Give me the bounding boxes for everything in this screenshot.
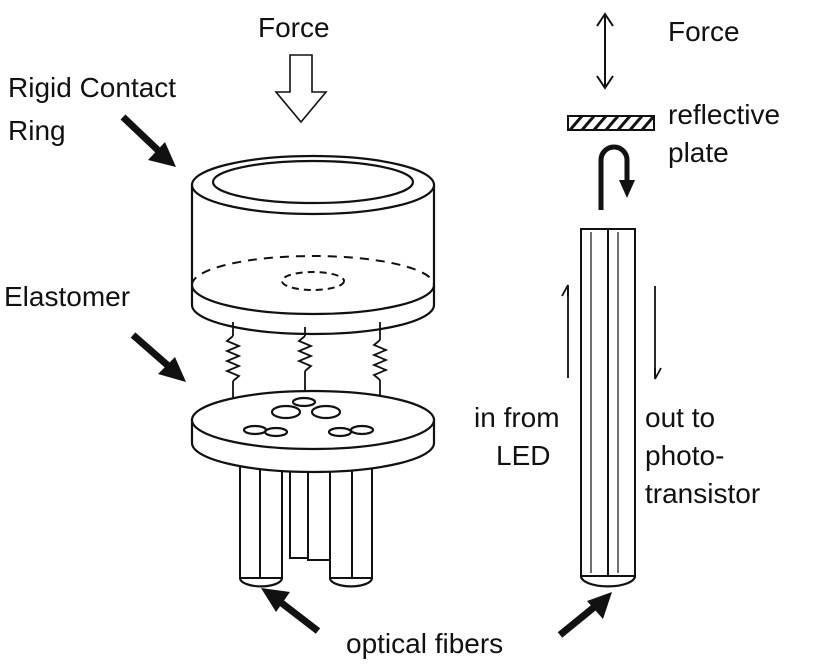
elastomer-label: Elastomer bbox=[4, 281, 130, 312]
out-to-phototransistor-label-line3: transistor bbox=[645, 478, 760, 509]
force-label-left: Force bbox=[258, 12, 330, 43]
rigid-ring-pointer-arrow-icon bbox=[120, 114, 176, 167]
optical-fibers-pointer-left-icon bbox=[261, 588, 321, 634]
signal-out-arrow-icon bbox=[654, 286, 662, 380]
optical-fibers-pair-right bbox=[579, 228, 637, 588]
force-double-arrow-icon bbox=[596, 12, 614, 90]
out-to-phototransistor-label-line2: photo- bbox=[645, 440, 724, 471]
elastomer-pointer-arrow-icon bbox=[130, 332, 186, 382]
reflective-plate-label-line2: plate bbox=[668, 137, 729, 168]
force-label-right: Force bbox=[668, 16, 740, 47]
optical-fibers-pointer-right-icon bbox=[557, 592, 612, 638]
sensor-base-disk bbox=[190, 389, 436, 474]
in-from-led-label-line1: in from bbox=[474, 402, 560, 433]
reflective-plate-label-line1: reflective bbox=[668, 99, 780, 130]
rigid-contact-ring bbox=[190, 154, 436, 336]
rigid-contact-ring-label-line2: Ring bbox=[8, 115, 66, 146]
rigid-contact-ring-label-line1: Rigid Contact bbox=[8, 72, 176, 103]
out-to-phototransistor-label-line1: out to bbox=[645, 402, 715, 433]
reflective-plate bbox=[567, 115, 656, 131]
signal-in-arrow-icon bbox=[561, 284, 569, 378]
in-from-led-label-line2: LED bbox=[496, 440, 550, 471]
force-arrow-left-icon bbox=[274, 54, 328, 124]
light-reflection-arrow-icon bbox=[598, 144, 635, 210]
optical-fibers-label: optical fibers bbox=[346, 628, 503, 659]
